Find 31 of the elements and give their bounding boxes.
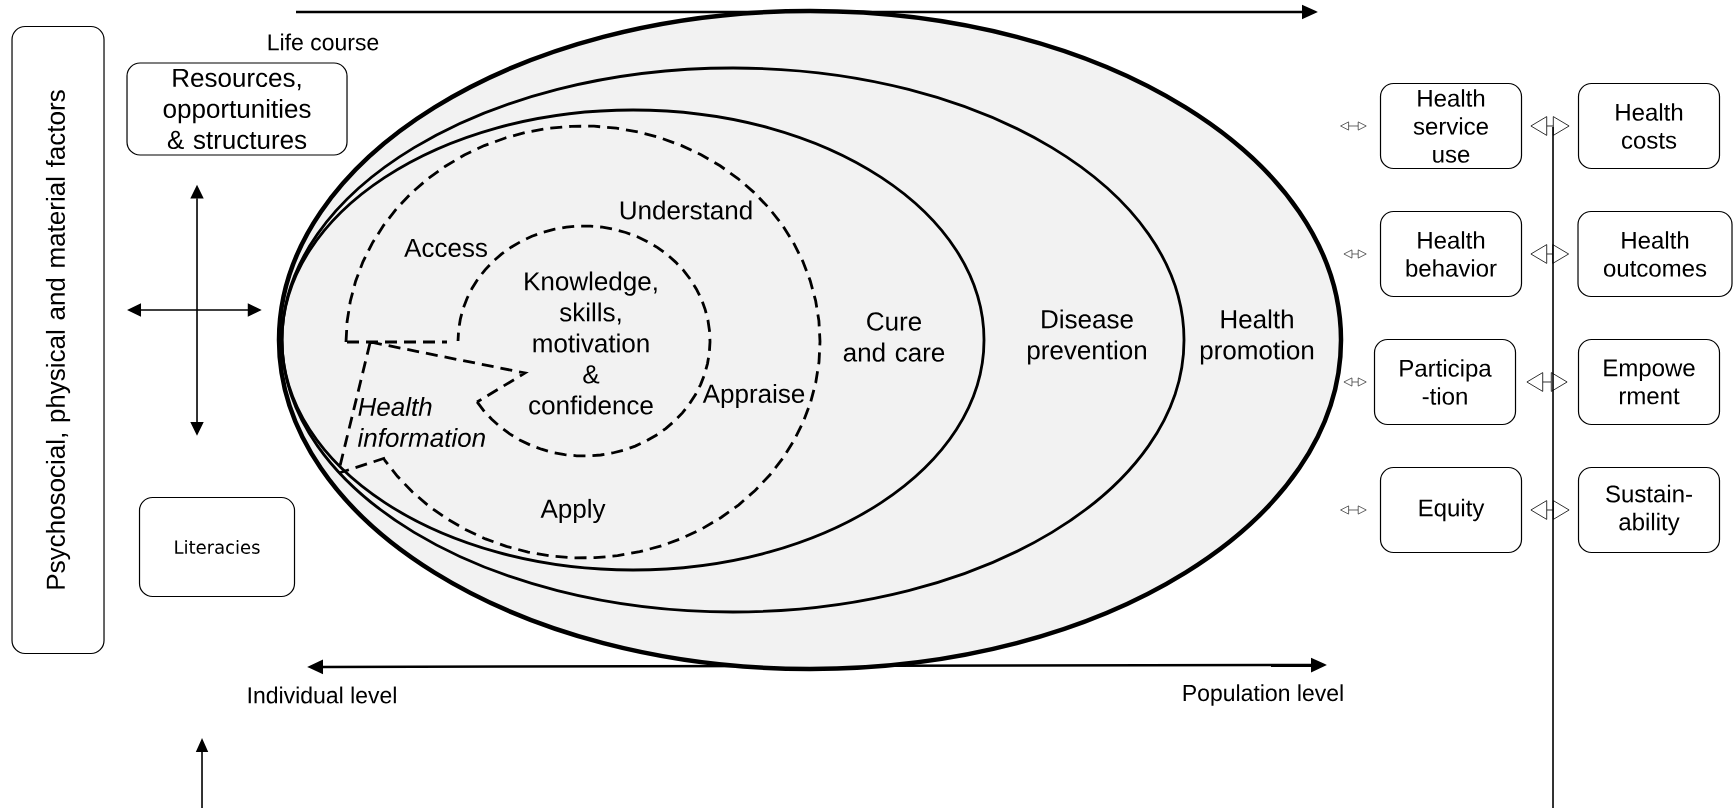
- rounded-box: Participa -tion: [1373, 338, 1517, 426]
- circle-label: Knowledge, skills, motivation & confidence: [525, 271, 657, 415]
- rounded-box: Sustain- ability: [1577, 466, 1721, 554]
- rounded-box: Health costs: [1577, 82, 1721, 170]
- rounded-box: Health service use: [1379, 82, 1523, 170]
- axis-label: Individual level: [248, 686, 396, 704]
- ellipse-label: Health promotion: [1200, 309, 1314, 365]
- rounded-box: Health outcomes: [1577, 210, 1733, 298]
- rounded-box: Psychosocial, physical and material factors: [11, 25, 105, 655]
- arrow: [1526, 372, 1568, 392]
- arrow: [1530, 500, 1570, 520]
- segment-label: Access: [404, 238, 487, 258]
- segment-label: Understand: [620, 200, 752, 220]
- arrow: [1343, 377, 1367, 387]
- arrow: [1343, 249, 1367, 259]
- ellipse-label: Cure and care: [843, 312, 945, 362]
- segment-label: Health information: [357, 396, 485, 448]
- rounded-box: Resources, opportunities & structures: [126, 62, 348, 156]
- ellipse-label: Disease prevention: [1028, 309, 1146, 365]
- arrow: [1340, 121, 1367, 131]
- axis-label: Population level: [1183, 684, 1343, 706]
- rounded-box: Health behavior: [1379, 210, 1523, 298]
- segment-label: Appraise: [702, 383, 805, 409]
- rounded-box: Literacies: [138, 496, 296, 598]
- rounded-box: Empowe rment: [1577, 338, 1721, 426]
- rounded-box: Equity: [1379, 466, 1523, 554]
- arrow: [1530, 244, 1569, 264]
- segment-label: Apply: [540, 498, 606, 524]
- arrow: [1340, 505, 1367, 515]
- arrow: [1530, 116, 1570, 136]
- axis-label: Life course: [268, 33, 379, 51]
